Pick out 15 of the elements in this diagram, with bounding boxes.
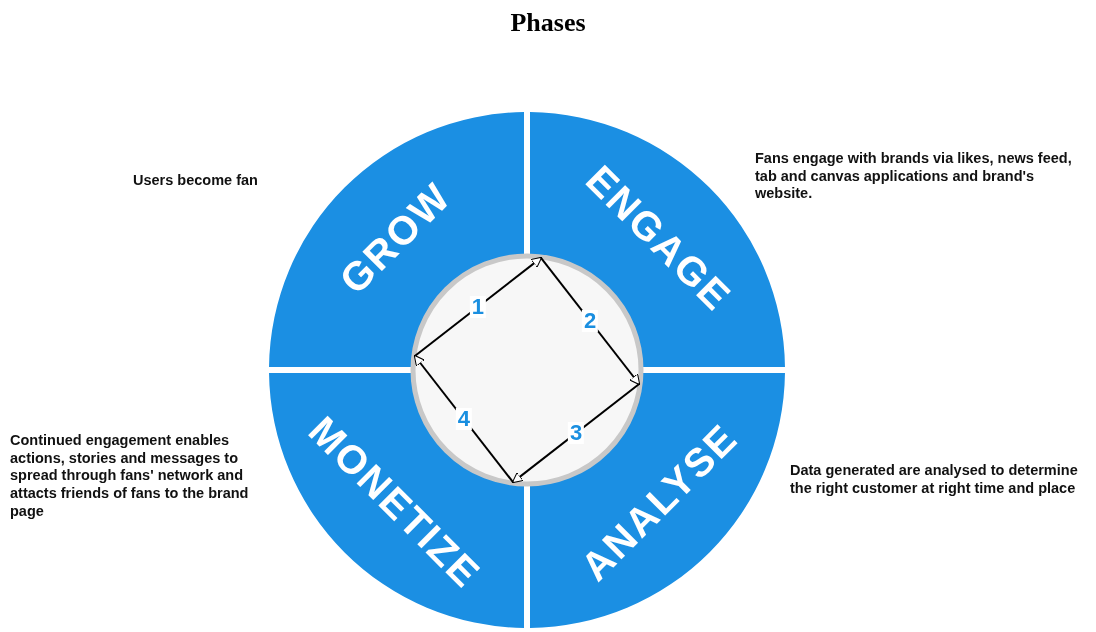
- quadrant-segment: [527, 370, 785, 628]
- quadrant-segment: [269, 370, 527, 628]
- description-text: Users become fan: [133, 172, 259, 190]
- description-text: Continued engagement enables actions, stories and messages to spread through fans' network and attacts friends of fans to the brand page: [10, 432, 250, 521]
- description-text: Fans engage with brands via likes, news feed, tab and canvas applications and brand's website.: [755, 150, 1073, 204]
- arrow: [413, 256, 543, 357]
- arrow: [540, 256, 641, 386]
- arrow: [413, 354, 514, 484]
- quadrant-segment: [269, 112, 527, 370]
- edge-label: 2: [581, 309, 599, 332]
- edge-label: 1: [469, 295, 487, 318]
- arrow: [511, 383, 641, 484]
- diagram-title: Phases: [509, 8, 587, 38]
- edge-label: 3: [567, 422, 585, 445]
- description-text: Data generated are analysed to determine the right customer at right time and place: [790, 462, 1079, 498]
